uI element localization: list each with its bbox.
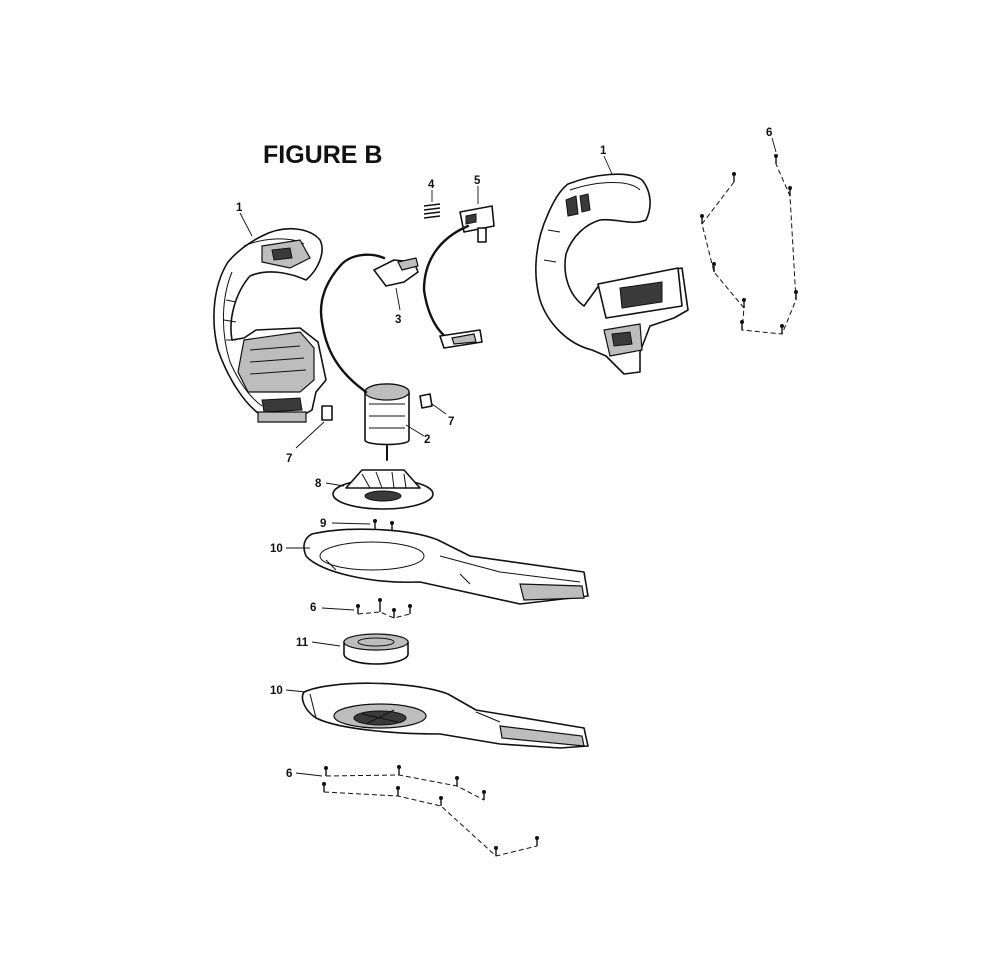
spring [423,203,441,219]
screws-middle [356,598,412,619]
callout-3: 3 [395,314,401,326]
callout-8: 8 [315,478,322,490]
fan-ring [343,633,409,665]
callout-1-right: 1 [600,145,607,157]
figure-title: FIGURE B [263,141,382,169]
callout-2: 2 [424,434,430,446]
callout-6-bottom: 6 [286,768,292,780]
brush-clip-left [321,405,333,421]
callout-7-left: 7 [286,453,292,465]
callout-11: 11 [296,637,309,649]
callout-1-left: 1 [236,202,243,214]
callout-4: 4 [428,179,435,191]
callout-9: 9 [320,518,326,530]
switch-assembly [459,205,495,243]
callout-6-mid: 6 [310,602,316,614]
brush-clip-right [419,393,433,409]
blower-tube-upper-half [303,528,589,605]
screws-top-right [700,154,798,335]
callout-5: 5 [474,175,481,187]
callout-7-right: 7 [448,416,454,428]
right-housing-half [535,173,689,375]
trigger [373,257,419,287]
callout-10-top: 10 [270,543,283,555]
left-housing-half [213,227,327,423]
wire-harness-right [422,224,478,342]
blower-tube-lower-half [301,682,589,749]
fan [332,469,434,510]
wire-harness-left [319,253,386,394]
motor [364,383,410,461]
callout-10-bottom: 10 [270,685,283,697]
callout-6-top: 6 [766,127,772,139]
screws-bottom [322,765,539,857]
